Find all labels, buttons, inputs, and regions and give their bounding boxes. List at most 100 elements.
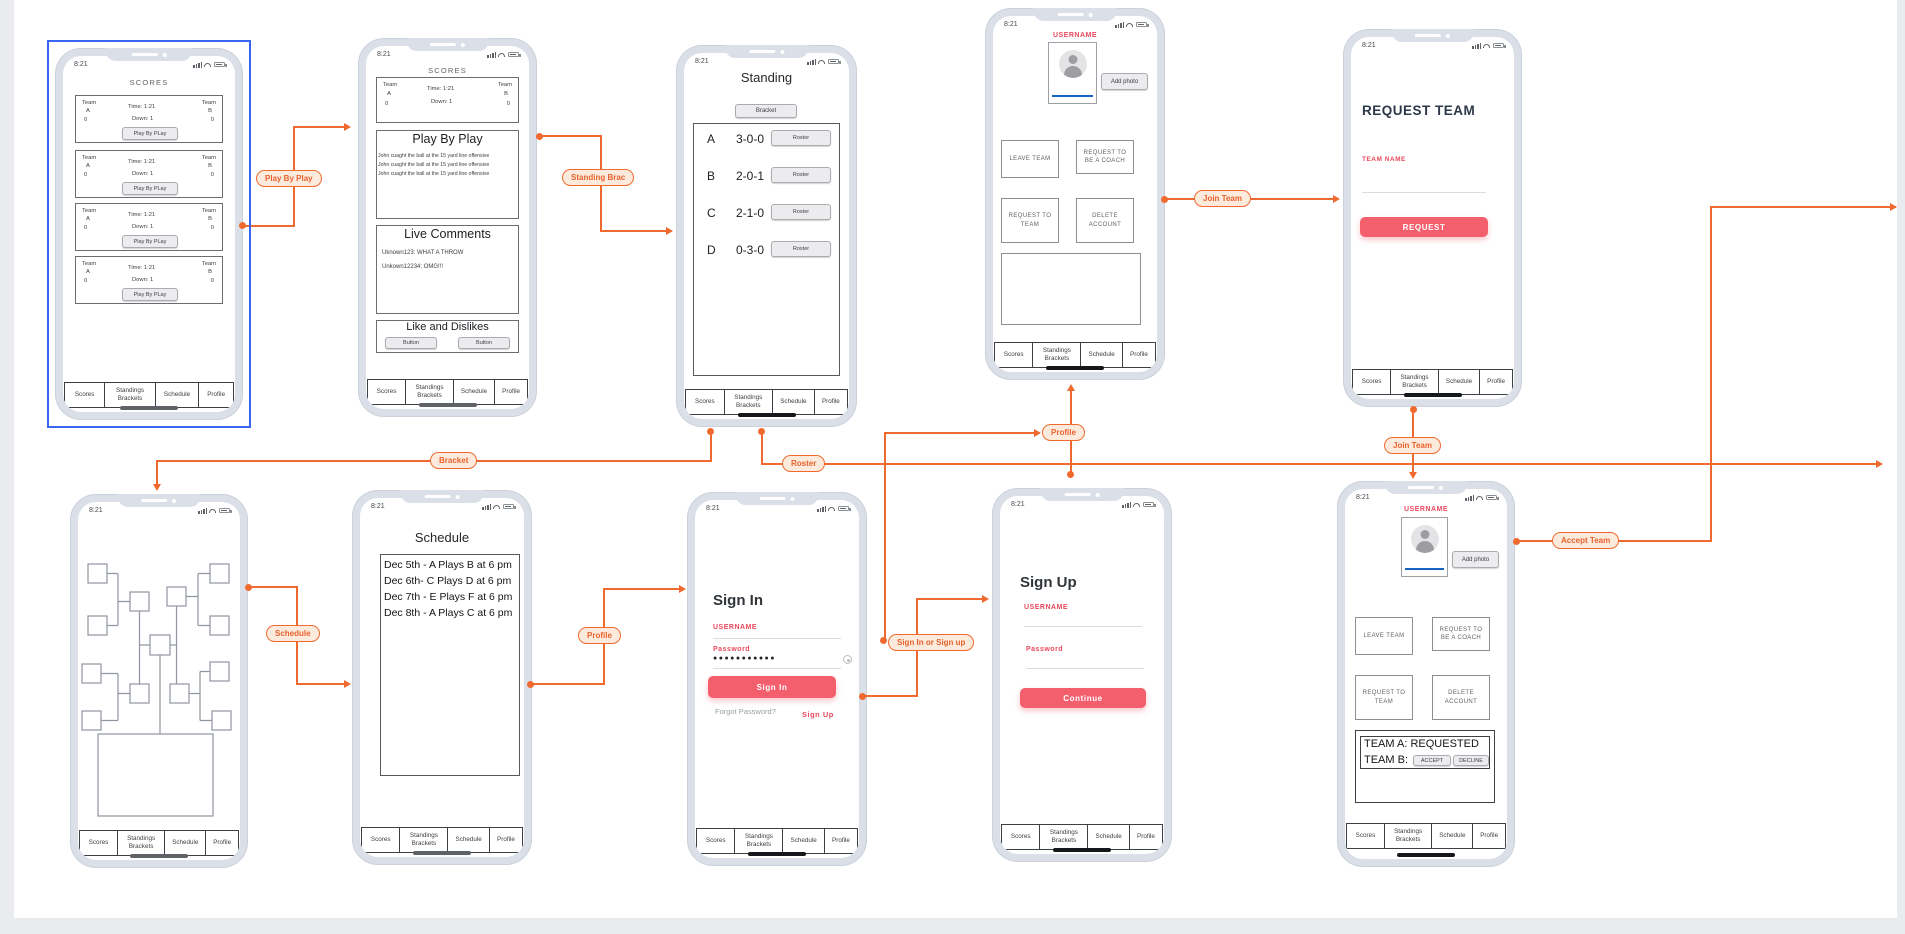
tab-scores[interactable]: Scores <box>362 828 401 852</box>
password-value[interactable]: ●●●●●●●●●●● <box>713 655 777 662</box>
bracket-button[interactable]: Bracket <box>735 104 797 118</box>
add-photo-button[interactable]: Add photo <box>1452 551 1499 568</box>
tab-schedule[interactable]: Schedule <box>1088 825 1130 849</box>
password-input[interactable] <box>1026 668 1144 669</box>
home-indicator <box>748 852 806 856</box>
page-title: SCORES <box>129 78 169 87</box>
tab-schedule[interactable]: Schedule <box>1081 343 1123 367</box>
tab-standings-brackets[interactable]: Standings Brackets <box>735 829 784 853</box>
sign-up-link[interactable]: Sign Up <box>802 710 834 719</box>
play-by-play-section: Play By Play John cuaght the ball at the… <box>376 130 519 219</box>
bottom-nav: Scores Standings Brackets Schedule Profi… <box>696 828 858 854</box>
username-input[interactable] <box>1024 626 1142 627</box>
sign-in-button[interactable]: Sign In <box>708 676 836 698</box>
leave-team-button[interactable]: LEAVE TEAM <box>1001 140 1059 178</box>
home-indicator <box>1403 393 1462 397</box>
like-button[interactable]: Button <box>385 337 437 349</box>
tab-schedule[interactable]: Schedule <box>773 390 815 414</box>
forgot-password-link[interactable]: Forgot Password? <box>715 707 776 716</box>
roster-button[interactable]: Roster <box>771 241 831 257</box>
screen-profile: 8:21 USERNAME Add photo LEAVE TEAM REQUE… <box>993 16 1157 372</box>
play-by-play-button[interactable]: Play By PLay <box>122 182 178 195</box>
roster-button[interactable]: Roster <box>771 130 831 146</box>
tab-profile[interactable]: Profile <box>1130 351 1148 359</box>
show-password-icon[interactable] <box>843 655 852 664</box>
username-input[interactable] <box>713 638 841 639</box>
tab-standings-brackets[interactable]: Standings Brackets <box>118 831 166 855</box>
tab-schedule[interactable]: Schedule <box>783 829 825 853</box>
play-by-play-button[interactable]: Play By PLay <box>122 235 178 248</box>
tab-standings-brackets[interactable]: Standings Brackets <box>400 828 449 852</box>
delete-account-button[interactable]: DELETE ACCOUNT <box>1076 198 1134 243</box>
continue-button[interactable]: Continue <box>1020 688 1146 708</box>
roster-button[interactable]: Roster <box>771 167 831 183</box>
tab-profile[interactable]: Profile <box>1137 833 1155 841</box>
tab-scores[interactable]: Scores <box>80 831 118 855</box>
leave-team-button[interactable]: LEAVE TEAM <box>1355 617 1413 655</box>
tab-standings-brackets[interactable]: Standings Brackets <box>725 390 773 414</box>
arrowhead-icon <box>1890 203 1897 211</box>
profile-photo-placeholder[interactable] <box>1401 517 1448 577</box>
flow-label-profile-bottom: Profile <box>578 627 621 644</box>
roster-button[interactable]: Roster <box>771 204 831 220</box>
request-button[interactable]: REQUEST <box>1360 217 1488 237</box>
password-input[interactable] <box>713 668 841 669</box>
status-bar: 8:21 <box>1004 21 1149 28</box>
add-photo-button[interactable]: Add photo <box>1101 73 1148 90</box>
canvas-right-edge <box>1897 0 1905 934</box>
dislike-button[interactable]: Button <box>458 337 510 349</box>
tab-scores[interactable]: Scores <box>1353 370 1392 394</box>
play-by-play-button[interactable]: Play By PLay <box>122 127 178 140</box>
delete-account-button[interactable]: DELETE ACCOUNT <box>1432 675 1490 720</box>
tab-scores[interactable]: Scores <box>686 390 725 414</box>
tab-schedule[interactable]: Schedule <box>1439 370 1481 394</box>
request-coach-button[interactable]: REQUEST TO BE A COACH <box>1076 140 1134 174</box>
tab-schedule[interactable]: Schedule <box>156 383 200 407</box>
connector-dot <box>880 637 887 644</box>
tab-standings-brackets[interactable]: Standings Brackets <box>1040 825 1089 849</box>
phone-notch <box>735 492 819 505</box>
tab-scores[interactable]: Scores <box>1347 824 1385 848</box>
team-name: A <box>707 132 716 146</box>
screen-sign-up: 8:21 Sign Up USERNAME Password Continue … <box>1000 496 1164 854</box>
request-team-button[interactable]: REQUEST TO TEAM <box>1355 675 1413 720</box>
decline-button[interactable]: DECLINE <box>1453 755 1489 766</box>
tab-standings-brackets[interactable]: Standings Brackets <box>1033 343 1082 367</box>
connector-line <box>884 433 886 641</box>
tab-scores[interactable]: Scores <box>995 343 1034 367</box>
tab-profile[interactable]: Profile <box>502 388 520 396</box>
tab-profile[interactable]: Profile <box>1487 378 1505 386</box>
canvas-left-edge <box>0 0 14 934</box>
tab-standings-brackets[interactable]: Standings Brackets <box>1391 370 1439 394</box>
accept-button[interactable]: ACCEPT <box>1413 755 1451 766</box>
battery-icon <box>1493 42 1506 49</box>
tab-standings-brackets[interactable]: Standings Brackets <box>406 380 454 404</box>
status-bar: 8:21 <box>1362 42 1506 49</box>
tab-schedule[interactable]: Schedule <box>1432 824 1474 848</box>
tab-standings-brackets[interactable]: Standings Brackets <box>1385 824 1433 848</box>
tab-schedule[interactable]: Schedule <box>448 828 490 852</box>
team-name-input[interactable] <box>1362 192 1486 193</box>
status-icons <box>198 507 232 514</box>
tab-profile[interactable]: Profile <box>207 391 226 399</box>
tab-profile[interactable]: Profile <box>497 836 515 844</box>
tab-scores[interactable]: Scores <box>65 383 106 407</box>
tab-scores[interactable]: Scores <box>697 829 736 853</box>
play-by-play-button[interactable]: Play By PLay <box>122 288 178 301</box>
tab-schedule[interactable]: Schedule <box>165 831 207 855</box>
profile-photo-placeholder[interactable] <box>1048 42 1097 104</box>
phone-sign-up: 8:21 Sign Up USERNAME Password Continue … <box>992 488 1172 862</box>
tab-schedule[interactable]: Schedule <box>454 380 496 404</box>
request-team-button[interactable]: REQUEST TO TEAM <box>1001 198 1059 243</box>
battery-icon <box>1136 21 1149 28</box>
tab-profile[interactable]: Profile <box>832 837 850 845</box>
tab-standings-brackets[interactable]: Standings Brackets <box>105 383 156 407</box>
request-coach-button[interactable]: REQUEST TO BE A COACH <box>1432 617 1490 651</box>
tab-profile[interactable]: Profile <box>1480 832 1499 840</box>
tab-profile[interactable]: Profile <box>821 398 840 406</box>
status-time: 8:21 <box>89 507 103 514</box>
tab-scores[interactable]: Scores <box>368 380 407 404</box>
phone-sign-in: 8:21 Sign In USERNAME Password ●●●●●●●●●… <box>687 492 867 866</box>
tab-scores[interactable]: Scores <box>1002 825 1041 849</box>
tab-profile[interactable]: Profile <box>213 839 232 847</box>
